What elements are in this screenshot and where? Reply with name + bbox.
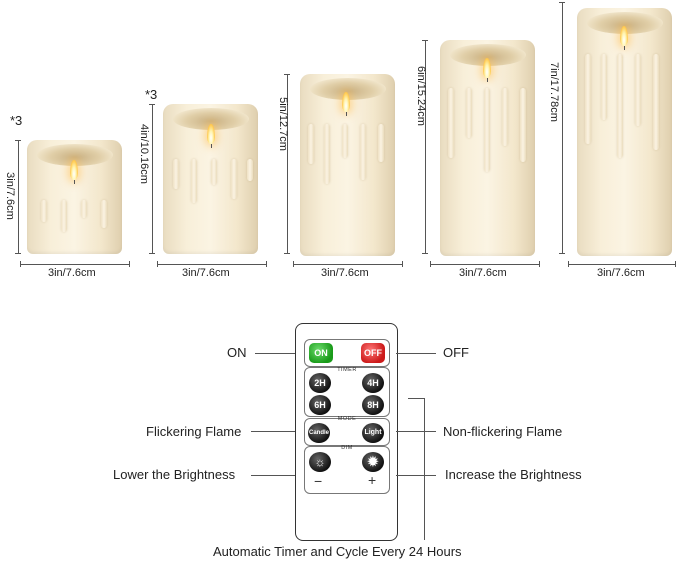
off-button[interactable]: OFF [361,343,385,363]
quantity-label-1: *3 [10,113,23,128]
mode-group: MODE Candle Light [304,416,390,446]
flame-icon [483,58,491,78]
power-group: ON OFF [304,339,390,367]
off-label: OFF [443,345,469,360]
timer-6h-button[interactable]: 6H [309,395,331,415]
width-label-1: 3in/7.6cm [48,267,96,279]
timer-8h-button[interactable]: 8H [362,395,384,415]
non-flickering-flame-label: Non-flickering Flame [443,424,563,439]
flame-icon [70,160,78,180]
light-mode-button[interactable]: Light [362,423,384,443]
auto-timer-caption: Automatic Timer and Cycle Every 24 Hours [213,544,462,559]
on-label: ON [227,345,247,360]
width-label-5: 3in/7.6cm [597,267,645,279]
increase-brightness-label: Increase the Brightness [445,467,582,482]
timer-4h-button[interactable]: 4H [362,373,384,393]
sun-icon: ✹ [367,454,379,469]
minus-icon: − [314,473,323,489]
lower-brightness-label: Lower the Brightness [113,467,236,482]
dim-up-button[interactable]: ✹ [362,452,384,472]
timer-2h-button[interactable]: 2H [309,373,331,393]
timer-group: TIMER 2H 4H 6H 8H [304,367,390,417]
sun-icon: ☼ [314,455,326,469]
flickering-flame-label: Flickering Flame [146,424,242,439]
remote-control: ON OFF TIMER 2H 4H 6H 8H MODE Candle Lig… [295,323,398,541]
height-label-1: 3in/7.6cm [4,172,16,220]
plus-icon: + [368,472,377,488]
width-label-2: 3in/7.6cm [182,267,230,279]
dim-group: DIM ☼ ✹ − + [304,445,390,494]
quantity-label-2: *3 [145,87,158,102]
dim-down-button[interactable]: ☼ [309,452,331,472]
width-label-3: 3in/7.6cm [321,267,369,279]
width-label-4: 3in/7.6cm [459,267,507,279]
dim-title: DIM [341,445,353,451]
height-label-4: 6in/15.24cm [415,66,427,126]
height-label-2: 4in/10.16cm [138,124,150,184]
flame-icon [342,92,350,112]
height-label-5: 7in/17.78cm [548,62,560,122]
height-label-3: 5in/12.7cm [277,97,289,151]
flame-icon [620,26,628,46]
timer-title: TIMER [337,367,357,373]
flame-icon [207,124,215,144]
candle-mode-button[interactable]: Candle [308,423,330,443]
on-button[interactable]: ON [309,343,333,363]
mode-title: MODE [337,416,357,422]
